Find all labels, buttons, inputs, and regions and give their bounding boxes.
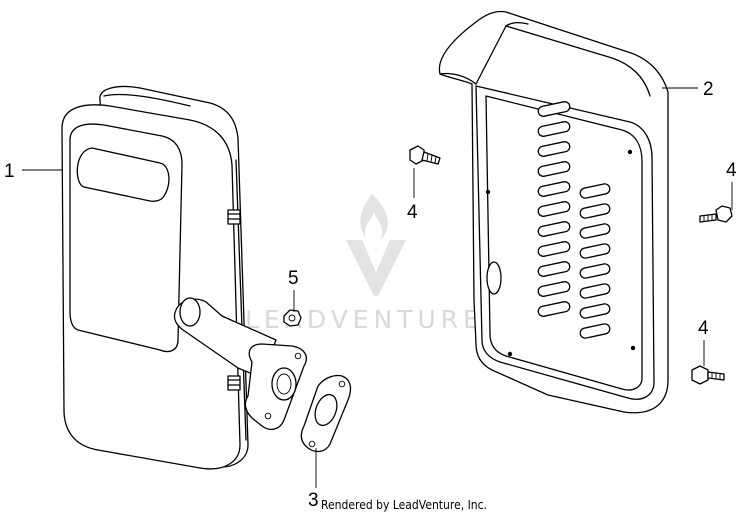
flange-nut-part — [283, 309, 302, 327]
protector-slots-left — [537, 101, 571, 317]
watermark: LEADVENTURE — [245, 194, 484, 334]
gasket — [300, 374, 352, 453]
callout-1: 1 — [4, 161, 15, 182]
callout-4-right-upper: 4 — [726, 160, 737, 181]
bolt-top-left — [409, 145, 441, 165]
callout-2: 2 — [703, 79, 714, 100]
callout-5: 5 — [288, 268, 299, 289]
muffler-stud-bottom — [227, 375, 241, 391]
callout-4-top-left: 4 — [407, 202, 418, 223]
callout-4-right-lower: 4 — [698, 318, 709, 339]
watermark-flame-icon — [360, 194, 388, 240]
muffler — [61, 85, 307, 470]
rendered-by-credit: Rendered by LeadVenture, Inc. — [321, 498, 488, 512]
bolt-right-lower — [691, 365, 725, 385]
protector-slots-right — [579, 183, 611, 339]
leader-lines — [22, 87, 733, 488]
watermark-v-logo — [346, 240, 406, 296]
muffler-stud-top — [227, 209, 241, 225]
muffler-protector — [438, 10, 669, 414]
callout-3: 3 — [308, 490, 319, 511]
bolt-right-upper — [699, 205, 733, 223]
watermark-brand: LEADVENTURE — [245, 305, 484, 334]
